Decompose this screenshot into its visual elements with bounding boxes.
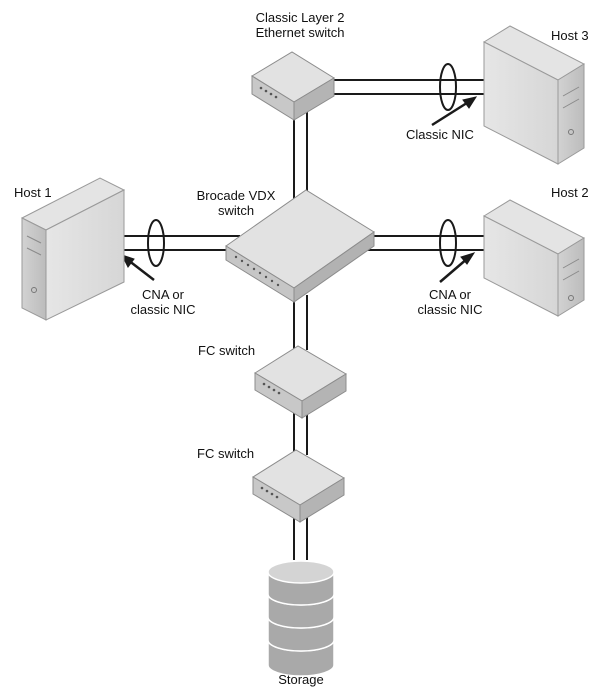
cna-host2-label: CNA or classic NIC: [405, 287, 495, 317]
nic-ellipses: [147, 63, 457, 267]
arrow-classic-nic-host3: [431, 96, 478, 127]
classic-ethernet-switch: [251, 51, 335, 121]
nic-ellipse-host1: [147, 219, 165, 267]
cna-host1-label: CNA or classic NIC: [118, 287, 208, 317]
arrow-cna-host2: [439, 252, 476, 283]
vdx-switch-label-line2: switch: [217, 203, 255, 218]
host3-server: [482, 25, 586, 165]
vdx-switch-label: Brocade VDX switch: [181, 188, 291, 218]
storage-label: Storage: [278, 672, 324, 687]
arrows: [121, 96, 478, 283]
host2-server: [482, 199, 586, 317]
classic-nic-label: Classic NIC: [406, 127, 474, 142]
brocade-vdx-switch: [225, 189, 375, 303]
cna-host2-label-line2: classic NIC: [417, 302, 483, 317]
storage-disks: [267, 560, 335, 677]
classic-switch-label: Classic Layer 2 Ethernet switch: [240, 10, 360, 40]
host2-label: Host 2: [551, 185, 589, 200]
cna-host1-label-line2: classic NIC: [130, 302, 196, 317]
cna-host1-label-line1: CNA or: [142, 287, 184, 302]
classic-switch-label-line1: Classic Layer 2: [255, 10, 345, 25]
fc-switch-2: [252, 449, 345, 523]
fc-switch-1-label: FC switch: [198, 343, 256, 358]
vdx-switch-label-line1: Brocade VDX: [196, 188, 276, 203]
fc-switch-2-label: FC switch: [197, 446, 255, 461]
host3-label: Host 3: [551, 28, 589, 43]
nic-ellipse-host2: [439, 219, 457, 267]
fc-switch-1: [254, 345, 347, 419]
cna-host2-label-line1: CNA or: [429, 287, 471, 302]
links: [120, 79, 490, 560]
classic-switch-label-line2: Ethernet switch: [255, 25, 345, 40]
host1-server: [20, 177, 126, 321]
nic-ellipse-host3: [439, 63, 457, 111]
arrow-cna-host1: [121, 254, 155, 281]
host1-label: Host 1: [14, 185, 52, 200]
